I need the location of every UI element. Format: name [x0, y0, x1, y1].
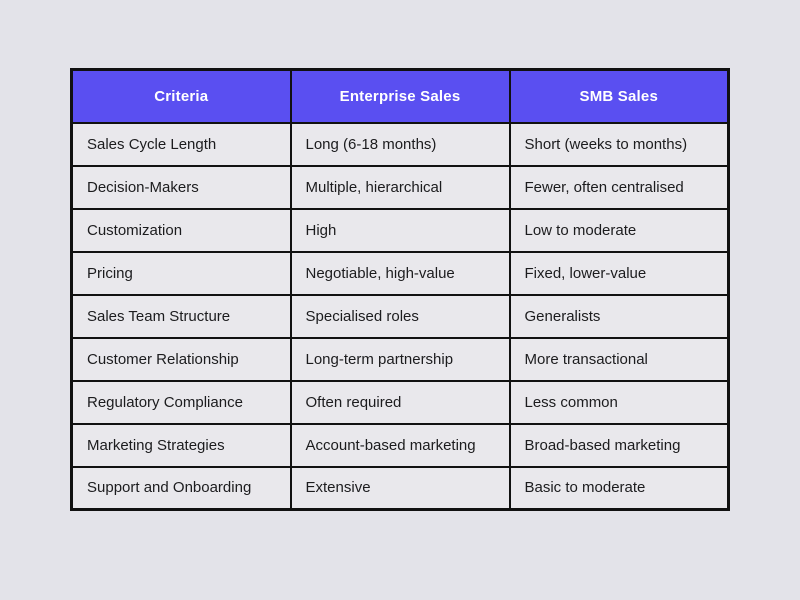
comparison-table: Criteria Enterprise Sales SMB Sales Sale…	[70, 68, 730, 511]
table-row: Support and Onboarding Extensive Basic t…	[70, 465, 730, 511]
table-row: Decision-Makers Multiple, hierarchical F…	[70, 164, 730, 210]
enterprise-cell: Long (6-18 months)	[289, 121, 511, 167]
smb-cell: Fixed, lower-value	[508, 250, 730, 296]
smb-cell: Low to moderate	[508, 207, 730, 253]
criteria-cell: Regulatory Compliance	[70, 379, 292, 425]
smb-cell: Less common	[508, 379, 730, 425]
enterprise-cell: Specialised roles	[289, 293, 511, 339]
enterprise-cell: Negotiable, high-value	[289, 250, 511, 296]
table-row: Regulatory Compliance Often required Les…	[70, 379, 730, 425]
smb-cell: Generalists	[508, 293, 730, 339]
criteria-cell: Support and Onboarding	[70, 465, 292, 511]
smb-cell: Short (weeks to months)	[508, 121, 730, 167]
header-row: Criteria Enterprise Sales SMB Sales	[70, 68, 730, 124]
smb-cell: Fewer, often centralised	[508, 164, 730, 210]
table-row: Sales Team Structure Specialised roles G…	[70, 293, 730, 339]
table-body: Sales Cycle Length Long (6-18 months) Sh…	[70, 121, 730, 511]
enterprise-cell: Account-based marketing	[289, 422, 511, 468]
enterprise-cell: High	[289, 207, 511, 253]
criteria-cell: Customization	[70, 207, 292, 253]
criteria-cell: Sales Team Structure	[70, 293, 292, 339]
table-row: Pricing Negotiable, high-value Fixed, lo…	[70, 250, 730, 296]
enterprise-cell: Often required	[289, 379, 511, 425]
table-row: Customer Relationship Long-term partners…	[70, 336, 730, 382]
criteria-cell: Marketing Strategies	[70, 422, 292, 468]
table-row: Customization High Low to moderate	[70, 207, 730, 253]
table-row: Marketing Strategies Account-based marke…	[70, 422, 730, 468]
smb-cell: Basic to moderate	[508, 465, 730, 511]
table-header: Criteria Enterprise Sales SMB Sales	[70, 68, 730, 124]
comparison-table-container: Criteria Enterprise Sales SMB Sales Sale…	[70, 68, 730, 511]
enterprise-cell: Extensive	[289, 465, 511, 511]
table-row: Sales Cycle Length Long (6-18 months) Sh…	[70, 121, 730, 167]
smb-cell: Broad-based marketing	[508, 422, 730, 468]
column-header-criteria: Criteria	[70, 68, 292, 124]
column-header-smb-sales: SMB Sales	[508, 68, 730, 124]
smb-cell: More transactional	[508, 336, 730, 382]
criteria-cell: Sales Cycle Length	[70, 121, 292, 167]
column-header-enterprise-sales: Enterprise Sales	[289, 68, 511, 124]
criteria-cell: Customer Relationship	[70, 336, 292, 382]
enterprise-cell: Multiple, hierarchical	[289, 164, 511, 210]
criteria-cell: Decision-Makers	[70, 164, 292, 210]
enterprise-cell: Long-term partnership	[289, 336, 511, 382]
criteria-cell: Pricing	[70, 250, 292, 296]
